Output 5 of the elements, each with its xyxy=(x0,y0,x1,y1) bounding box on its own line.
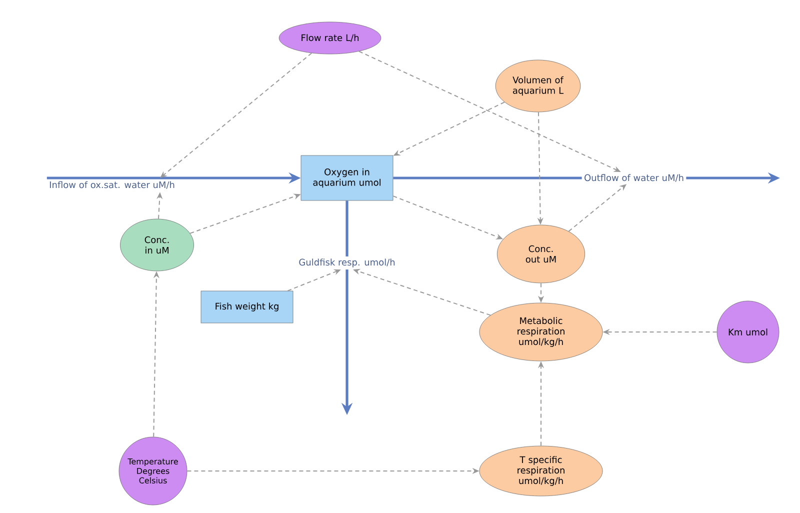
flow-label: Guldfisk resp. umol/h xyxy=(296,256,398,270)
dependency-arrow xyxy=(160,52,312,178)
input-box: Fish weight kg xyxy=(200,290,294,324)
stock-box: Oxygen in aquarium umol xyxy=(300,155,394,201)
flow-label: Outflow of water uM/h xyxy=(582,172,686,184)
